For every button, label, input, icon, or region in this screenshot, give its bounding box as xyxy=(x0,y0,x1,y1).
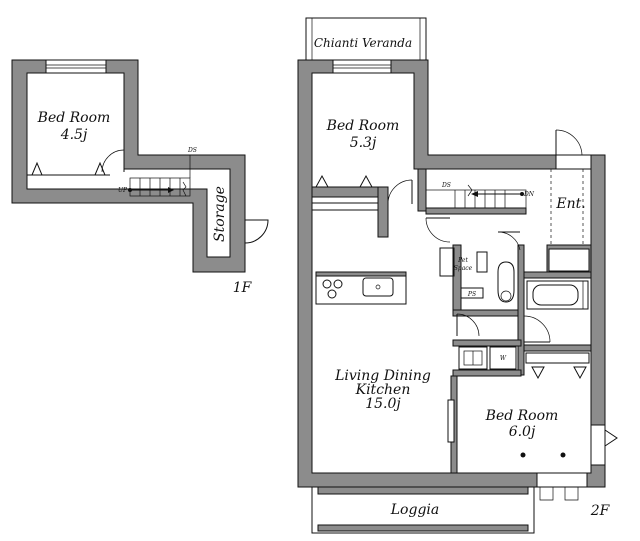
loggia-door-left xyxy=(539,487,554,501)
pet-space-label-2: Space xyxy=(454,265,473,272)
bed-room-1f-window xyxy=(45,59,107,74)
stairs-up-mark-1f: UP xyxy=(118,187,128,194)
ldk-size: 15.0j xyxy=(365,396,401,412)
pipe-space xyxy=(460,287,484,299)
toilet-door xyxy=(497,231,521,251)
bathroom-door xyxy=(523,315,551,343)
chianti-veranda-label: Chianti Veranda xyxy=(314,36,412,50)
ps-mark: PS xyxy=(467,291,476,298)
entrance-label: Ent. xyxy=(555,196,585,212)
hall-door xyxy=(425,217,451,243)
bed-room-60-light xyxy=(520,452,526,458)
pet-space-label-1: Pet xyxy=(457,257,468,264)
pet-space xyxy=(439,247,455,277)
bed-room-53-door xyxy=(387,179,413,205)
first-floor-walls xyxy=(11,59,246,273)
bed-room-60-size: 6.0j xyxy=(509,424,536,440)
bed-room-53-size: 5.3j xyxy=(350,135,377,151)
storage-label: Storage xyxy=(212,186,228,242)
washing-machine: W xyxy=(489,346,517,370)
second-floor-label: 2F xyxy=(590,503,611,519)
washer-mark: W xyxy=(500,355,507,362)
first-floor-plan: UP DS Bed Room 4.5j Storage 1F xyxy=(11,59,269,296)
loggia-door-right xyxy=(564,487,579,501)
bed-room-1f-name: Bed Room xyxy=(37,110,111,126)
stairs-dn-mark: DN xyxy=(523,191,535,198)
bed-room-60-window-vent xyxy=(604,429,618,447)
ldk-name-1: Living Dining xyxy=(334,368,431,384)
kitchen-counter xyxy=(315,271,407,305)
ds-mark-2f: DS xyxy=(441,182,451,189)
ldk-name-2: Kitchen xyxy=(355,382,411,398)
loggia-label: Loggia xyxy=(390,502,439,518)
bed-room-53-window xyxy=(332,59,392,74)
entrance-door xyxy=(555,129,583,156)
bed-room-1f-size: 4.5j xyxy=(60,127,88,143)
bed-room-53-name: Bed Room xyxy=(326,118,400,134)
bed-room-60-sliding-door xyxy=(447,399,455,443)
ds-mark-1f: DS xyxy=(187,147,197,154)
bathtub xyxy=(526,280,589,310)
first-floor-label: 1F xyxy=(233,280,253,296)
washbasin xyxy=(458,346,488,370)
storage-door xyxy=(244,219,269,244)
bed-room-60-name: Bed Room xyxy=(485,408,559,424)
stairs-1f: UP DS xyxy=(118,147,197,197)
bed-room-1f-door xyxy=(101,149,125,173)
washroom-door xyxy=(456,313,480,337)
toilet xyxy=(476,251,515,303)
second-floor-plan: Chianti Veranda Loggia xyxy=(297,17,618,534)
stairs-2f: DN DS xyxy=(417,168,535,215)
